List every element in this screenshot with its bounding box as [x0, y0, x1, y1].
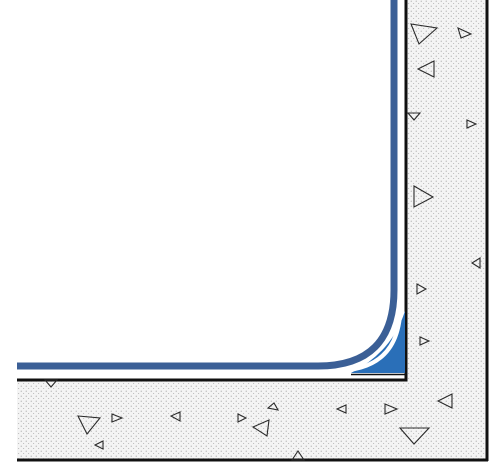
aggregate-mark — [416, 60, 435, 78]
aggregate-mark — [457, 26, 473, 39]
aggregate-mark — [416, 283, 428, 295]
aggregate-mark — [43, 379, 59, 388]
aggregate-mark — [398, 427, 431, 445]
structure-face-line — [17, 0, 408, 382]
aggregate-mark — [266, 402, 280, 411]
aggregate-mark — [77, 415, 102, 436]
aggregate-mark — [169, 411, 181, 422]
aggregate-mark — [406, 112, 422, 121]
aggregate-mark — [335, 404, 347, 414]
aggregate-mark — [93, 440, 104, 450]
aggregate-mark — [419, 336, 431, 346]
aggregate-mark — [251, 419, 270, 437]
aggregate-mark — [384, 403, 399, 415]
aggregate-mark — [413, 185, 435, 208]
aggregate-marks — [43, 23, 481, 461]
aggregate-mark — [436, 393, 453, 409]
concrete-body — [17, 0, 488, 460]
aggregate-mark — [111, 413, 124, 423]
aggregate-mark — [466, 119, 478, 129]
aggregate-mark — [470, 257, 481, 269]
membrane-gap — [17, 0, 403, 373]
aggregate-mark — [237, 413, 248, 423]
waterproofing-membrane — [17, 0, 398, 370]
aggregate-mark — [290, 450, 306, 461]
fillet-seal — [351, 311, 405, 373]
aggregate-mark — [410, 23, 439, 45]
